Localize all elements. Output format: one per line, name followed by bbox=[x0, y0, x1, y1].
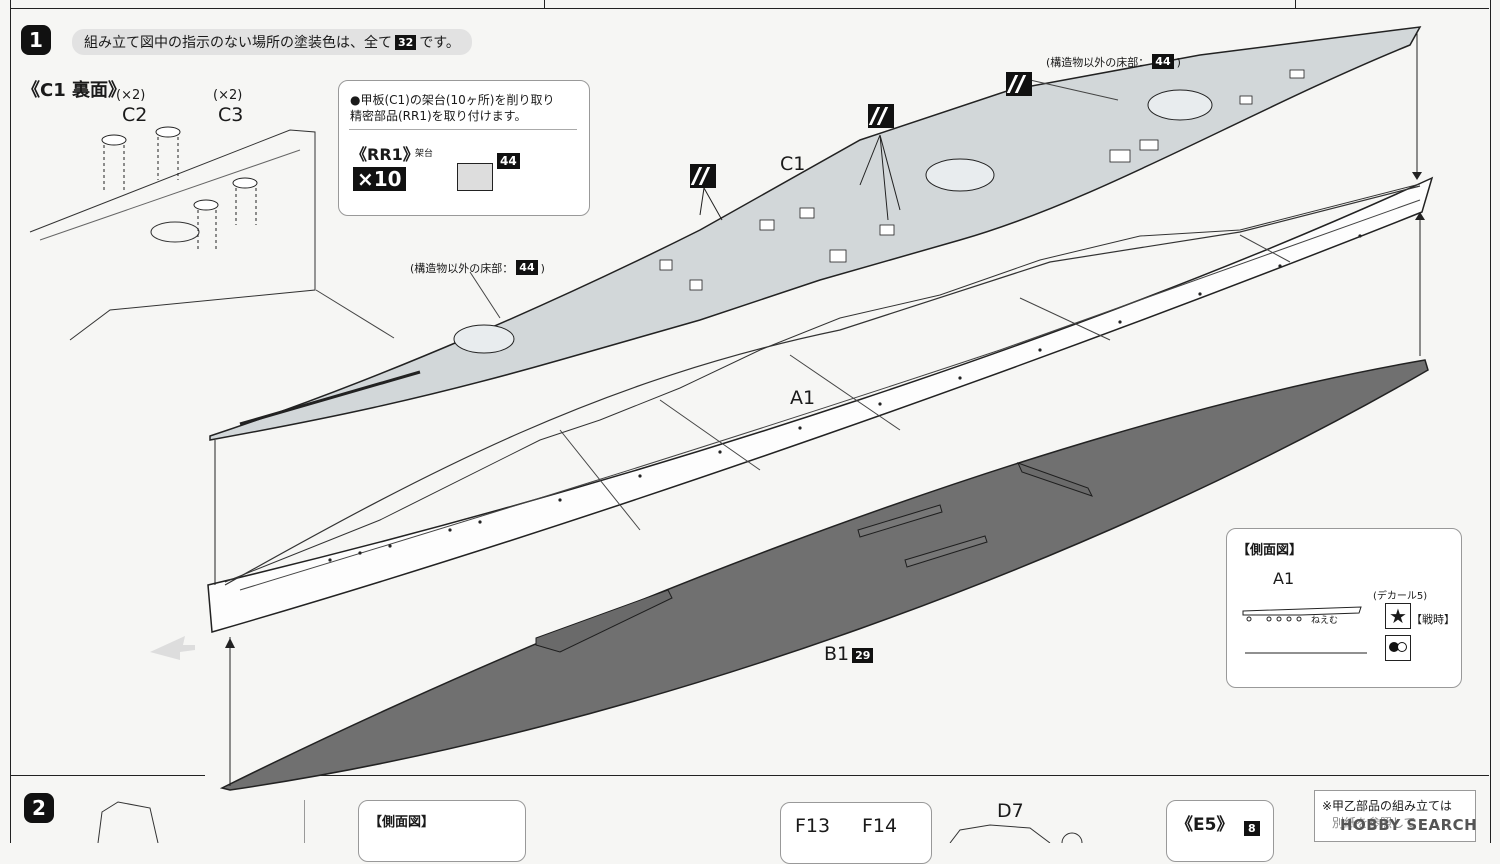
part-f13-label: F13 bbox=[795, 815, 831, 837]
color-code-badge: 32 bbox=[395, 35, 417, 50]
step2-part-fragment bbox=[97, 801, 159, 843]
step2-note-line2: 別紙を参照して bbox=[1332, 816, 1416, 830]
turret-ring bbox=[453, 324, 515, 354]
deck-note-text: (構造物以外の床部： bbox=[410, 262, 514, 275]
page-frame bbox=[10, 0, 1491, 843]
rr1-part-sub: 架台 bbox=[415, 149, 434, 159]
rr1-color-badge: 44 bbox=[497, 153, 520, 169]
deck-note-close: ) bbox=[540, 262, 545, 275]
deck-note-upper: (構造物以外の床部：44) bbox=[1046, 54, 1181, 70]
decal-label: (デカール5) bbox=[1373, 591, 1428, 602]
step2-note-line1: ※甲乙部品の組み立ては bbox=[1322, 799, 1452, 813]
c1-underside-outline bbox=[29, 129, 316, 341]
b1-color-badge: 29 bbox=[852, 648, 874, 663]
star-decal-icon: ★ bbox=[1385, 603, 1411, 629]
deck-color-badge: 44 bbox=[516, 260, 538, 275]
callout-divider bbox=[349, 129, 577, 130]
hull-bottom-keel bbox=[857, 504, 943, 538]
hull-a1-inner bbox=[224, 185, 1421, 586]
hobby-search-watermark: HOBBY SEARCH bbox=[1340, 816, 1478, 834]
wartime-label: 【戦時】 bbox=[1411, 613, 1455, 626]
c1-underside-title: 《C1 裏面》 bbox=[22, 80, 127, 101]
step2-note-box bbox=[1314, 790, 1476, 842]
top-tick bbox=[544, 0, 545, 8]
c3-quantity: (×2) bbox=[213, 88, 243, 103]
assembly-illustration bbox=[29, 26, 1434, 843]
instruction-text-end: です。 bbox=[419, 35, 460, 51]
part-c3-label: C3 bbox=[218, 104, 244, 126]
assembly-mark-icon bbox=[1006, 72, 1032, 96]
rr1-part-icon bbox=[457, 163, 493, 191]
side-view-kana: ねえむ bbox=[1311, 616, 1339, 626]
side-view-hull-sketch bbox=[1242, 606, 1367, 654]
assembly-mark-icon bbox=[690, 164, 716, 188]
step-2-badge: 2 bbox=[24, 793, 54, 823]
step2-divider bbox=[304, 800, 305, 843]
part-f14-label: F14 bbox=[862, 815, 898, 837]
step2-side-view-box: 【側面図】 bbox=[358, 800, 526, 862]
step2-d7-outline bbox=[949, 824, 1051, 843]
part-a1-label: A1 bbox=[790, 387, 816, 409]
hull-bottom-recess bbox=[1017, 462, 1093, 497]
rr1-instruction-line1: ●甲板(C1)の架台(10ヶ所)を削り取り bbox=[350, 93, 555, 107]
deck-note-text: (構造物以外の床部： bbox=[1046, 56, 1150, 69]
top-tick bbox=[1295, 0, 1296, 8]
side-view-a1-label: A1 bbox=[1273, 569, 1295, 588]
e5-color-badge: 8 bbox=[1244, 821, 1260, 836]
rr1-instruction-line2: 精密部品(RR1)を取り付けます。 bbox=[350, 109, 527, 123]
rr1-callout: ●甲板(C1)の架台(10ヶ所)を削り取り 精密部品(RR1)を取り付けます。 … bbox=[338, 80, 590, 216]
roundel-decal-icon bbox=[1385, 635, 1411, 661]
rr1-part-label: 《RR1》 bbox=[351, 145, 419, 164]
side-view-box: 【側面図】 A1 (デカール5) ねえむ ★ 【戦時】 bbox=[1226, 528, 1462, 688]
step-1-badge: 1 bbox=[21, 25, 51, 55]
c2-quantity: (×2) bbox=[116, 88, 146, 103]
hull-a1 bbox=[207, 176, 1434, 633]
rr1-quantity: ×10 bbox=[353, 167, 406, 191]
part-b1-text: B1 bbox=[824, 643, 850, 665]
hull-bottom-recess bbox=[535, 589, 673, 653]
deck-color-badge: 44 bbox=[1152, 54, 1174, 69]
part-c2-label: C2 bbox=[122, 104, 148, 126]
assembly-mark-icon bbox=[868, 104, 894, 128]
turret-ring bbox=[1147, 89, 1213, 121]
deck-note-close: ) bbox=[1176, 56, 1181, 69]
deck-note-lower: (構造物以外の床部：44) bbox=[410, 260, 545, 276]
instruction-text: 組み立て図中の指示のない場所の塗装色は、全て bbox=[84, 35, 392, 51]
step-divider bbox=[312, 775, 1489, 776]
part-d7-label: D7 bbox=[997, 800, 1024, 822]
hull-bottom-keel bbox=[904, 535, 988, 568]
turret-ring bbox=[925, 158, 995, 192]
step2-side-view-title: 【側面図】 bbox=[369, 815, 435, 830]
top-rule bbox=[10, 8, 1489, 9]
step-divider bbox=[10, 775, 205, 776]
side-view-title: 【側面図】 bbox=[1237, 543, 1303, 558]
part-e5-label: 《E5》 bbox=[1176, 815, 1234, 835]
hull-a1-rim bbox=[224, 183, 1421, 583]
hull-a1-inner bbox=[239, 199, 1421, 591]
part-c1-label: C1 bbox=[780, 153, 806, 175]
